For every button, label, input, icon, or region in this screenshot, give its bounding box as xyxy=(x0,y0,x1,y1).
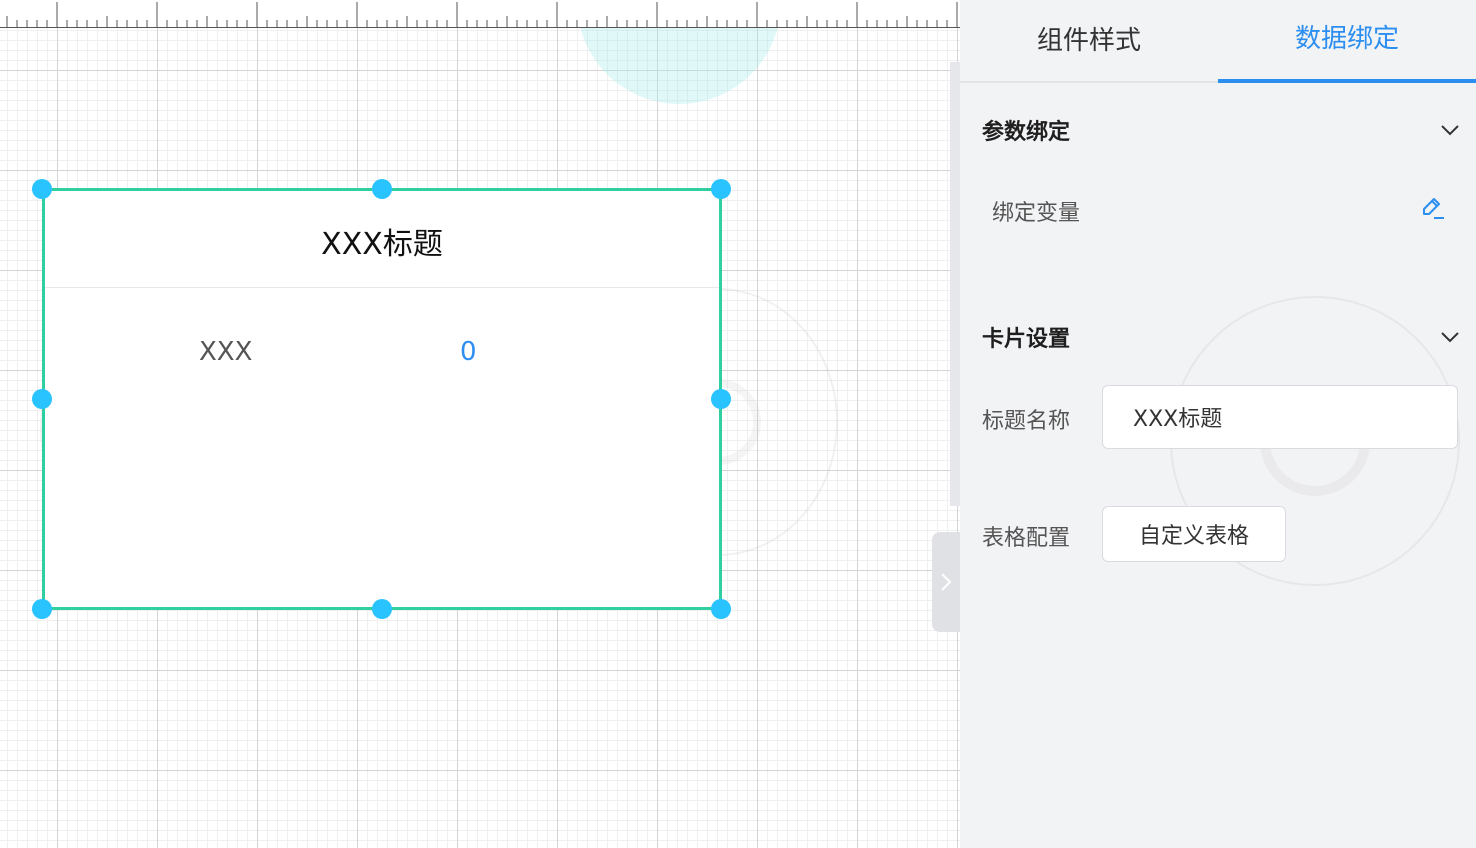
chevron-down-icon xyxy=(1441,332,1459,343)
custom-table-button[interactable]: 自定义表格 xyxy=(1102,506,1286,562)
resize-handle-top[interactable] xyxy=(372,179,392,199)
title-name-label: 标题名称 xyxy=(982,409,1071,434)
tab-component-style[interactable]: 组件样式 xyxy=(1036,26,1141,56)
resize-handle-right[interactable] xyxy=(711,389,731,409)
chevron-right-icon xyxy=(941,573,952,591)
title-name-input[interactable] xyxy=(1102,385,1458,449)
panel-tabs: 组件样式 数据绑定 xyxy=(960,0,1476,83)
canvas-scrollbar[interactable] xyxy=(950,62,960,506)
section-card-settings-title: 卡片设置 xyxy=(982,327,1071,352)
properties-panel: 组件样式 数据绑定 参数绑定 绑定变量 卡片设置 标题名称 表格配置 自定义表格 xyxy=(960,0,1476,848)
resize-handle-left[interactable] xyxy=(32,389,52,409)
bind-variable-label: 绑定变量 xyxy=(992,201,1081,226)
card-title: XXX标题 xyxy=(45,191,719,288)
panel-collapse-toggle[interactable] xyxy=(932,532,960,632)
resize-handle-top-left[interactable] xyxy=(32,179,52,199)
ruler-ticks xyxy=(6,2,958,28)
card-widget[interactable]: XXX标题 XXX 0 xyxy=(42,188,722,610)
resize-handle-top-right[interactable] xyxy=(711,179,731,199)
section-param-binding[interactable]: 参数绑定 xyxy=(982,110,1462,150)
pencil-icon[interactable] xyxy=(1418,194,1446,222)
card-label: XXX xyxy=(199,337,253,367)
section-card-settings[interactable]: 卡片设置 xyxy=(982,317,1462,357)
horizontal-ruler xyxy=(0,0,960,28)
design-canvas[interactable]: XXX标题 XXX 0 xyxy=(0,0,960,848)
chevron-down-icon xyxy=(1441,125,1459,136)
resize-handle-bottom-right[interactable] xyxy=(711,599,731,619)
resize-handle-bottom[interactable] xyxy=(372,599,392,619)
resize-handle-bottom-left[interactable] xyxy=(32,599,52,619)
table-config-label: 表格配置 xyxy=(982,526,1071,551)
section-param-binding-title: 参数绑定 xyxy=(982,120,1071,145)
tab-data-binding[interactable]: 数据绑定 xyxy=(1218,0,1476,83)
card-value: 0 xyxy=(460,337,477,367)
